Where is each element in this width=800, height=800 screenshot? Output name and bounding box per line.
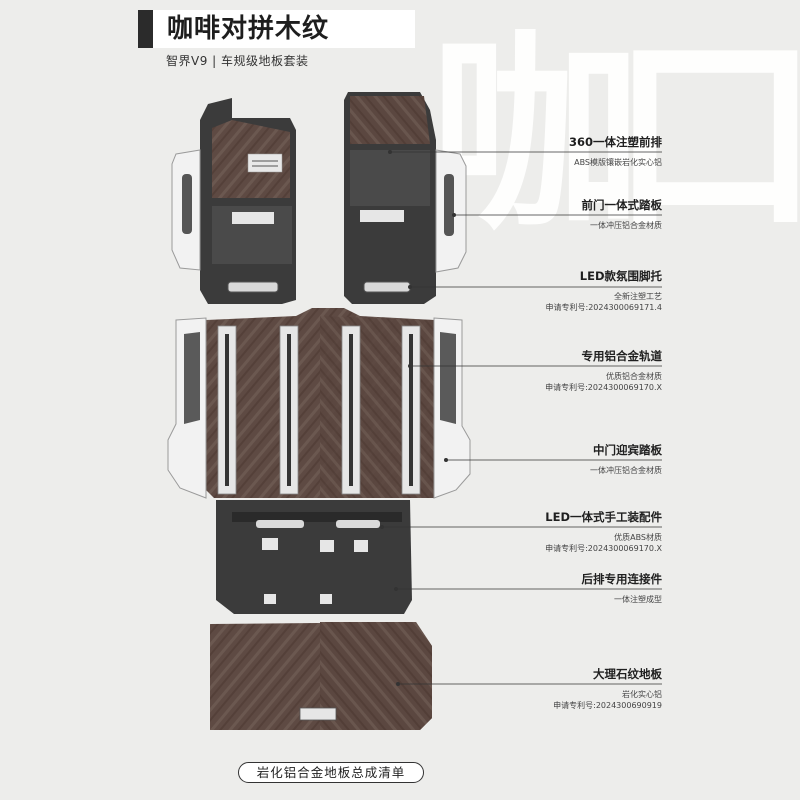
callout-title: 中门迎宾踏板: [593, 443, 662, 457]
callout-title: 360一体注塑前排: [568, 135, 662, 149]
callout-title: 后排专用连接件: [581, 572, 663, 586]
callout-desc: 一体注塑成型: [614, 595, 662, 604]
callout-desc: ABS模版镶嵌岩化实心铝: [574, 158, 662, 167]
callout-title: 专用铝合金轨道: [581, 349, 663, 363]
middle-mat-with-rails: [206, 308, 434, 498]
callout-leaders: [382, 151, 662, 685]
callout-led-footrest: LED款氛围脚托 全新注塑工艺 申请专利号:2024300069171.4: [546, 268, 663, 313]
callout-rear-connector: 后排专用连接件 一体注塑成型: [582, 571, 663, 605]
callout-title: LED款氛围脚托: [579, 269, 662, 283]
title-accent-bar: [138, 10, 153, 48]
callout-title: 大理石纹地板: [593, 667, 662, 681]
front-left-mat: [200, 98, 296, 304]
callout-title: LED一体式手工装配件: [545, 510, 662, 524]
callout-led-fittings: LED一体式手工装配件 优质ABS材质 申请专利号:2024300069170.…: [545, 509, 662, 554]
page-subtitle: 智界V9 | 车规级地板套装: [166, 54, 309, 68]
callout-desc: 全新注塑工艺: [614, 292, 662, 301]
watermark-calligraphy: 咖口: [430, 11, 800, 258]
callout-desc: 优质ABS材质: [614, 533, 662, 542]
callout-rails: 专用铝合金轨道 优质铝合金材质 申请专利号:2024300069170.X: [545, 348, 662, 393]
callout-title: 前门一体式踏板: [581, 198, 663, 212]
callout-patent: 申请专利号:2024300069170.X: [545, 383, 662, 392]
callout-patent: 申请专利号:2024300690919: [553, 701, 662, 710]
trunk-marble-mat: [210, 622, 432, 730]
callout-patent: 申请专利号:2024300069170.X: [545, 544, 662, 553]
callout-desc: 优质铝合金材质: [606, 372, 662, 381]
front-door-steps: [171, 149, 467, 273]
callout-desc: 岩化实心铝: [622, 690, 662, 699]
callout-front-row: 360一体注塑前排 ABS模版镶嵌岩化实心铝: [569, 134, 662, 168]
callout-patent: 申请专利号:2024300069171.4: [545, 303, 663, 312]
page-title: 咖啡对拼木纹: [153, 10, 415, 48]
front-right-mat: [344, 92, 436, 304]
callout-desc: 一体冲压铝合金材质: [590, 466, 662, 475]
callout-desc: 一体冲压铝合金材质: [590, 221, 662, 230]
assembly-list-label: 岩化铝合金地板总成清单: [238, 762, 424, 783]
rear-mat: [216, 500, 412, 614]
callout-front-door-step: 前门一体式踏板 一体冲压铝合金材质: [582, 197, 663, 231]
callout-marble-floor: 大理石纹地板 岩化实心铝 申请专利号:2024300690919: [553, 666, 662, 711]
callout-middle-door-step: 中门迎宾踏板 一体冲压铝合金材质: [590, 442, 662, 476]
middle-door-steps: [167, 317, 471, 499]
